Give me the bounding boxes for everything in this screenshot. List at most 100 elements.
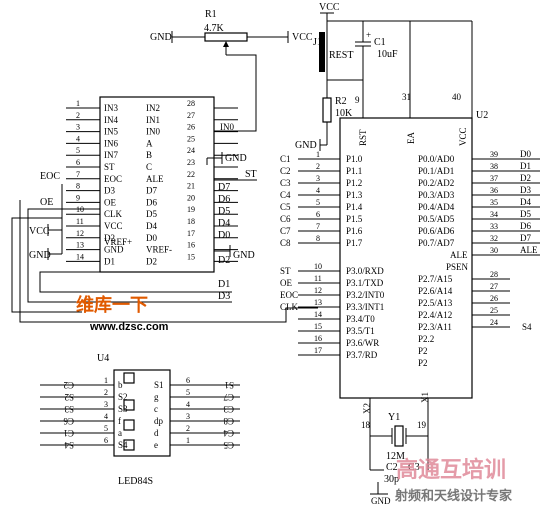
adc-d5-net: D5: [218, 206, 230, 217]
adc-left-pin-num: 6: [76, 158, 80, 167]
r1-body: [204, 32, 248, 42]
adc-right-pin-num: 15: [187, 252, 195, 261]
p0-ext-label: D7: [520, 233, 531, 243]
watermark-tagline: 射频和天线设计专家: [394, 488, 513, 504]
adc-left-pin-num: 4: [76, 134, 80, 143]
adc-left-pin-name: D1: [104, 256, 115, 266]
in0-wire: [214, 54, 257, 132]
u4-right-ext-label: C4: [223, 428, 234, 438]
mcu-body: [339, 117, 473, 399]
oe-route: [11, 217, 82, 313]
reset-circuit: VCC + C1 10uF J1 REST R2 10K GND 9 31 40: [295, 2, 473, 151]
adc-d2-net: D2: [218, 255, 230, 266]
p0-ext-label: D2: [520, 173, 531, 183]
p1-pin-name: P1.4: [346, 202, 363, 212]
p3-pin-name: P3.5/T1: [346, 326, 375, 336]
adc-st-net: ST: [245, 169, 257, 180]
seg-box-3: [123, 419, 135, 431]
p0-pin-num: 34: [490, 210, 498, 219]
adc-left-pin-name: D2: [104, 233, 115, 243]
adc-left-pin-num: 13: [76, 241, 84, 250]
adc-left-pin-name: CLK: [104, 209, 123, 219]
switch-label: REST: [329, 50, 353, 61]
p3-ext-label: OE: [280, 278, 292, 288]
p3-pin-num: 10: [314, 262, 322, 271]
p1-pin-name: P1.1: [346, 166, 362, 176]
adc-right-pin-name: D0: [146, 233, 157, 243]
crystal-gnd: GND: [371, 496, 391, 506]
adc-right-pin-name: C: [146, 162, 152, 172]
adc-right-pin-name: D7: [146, 186, 157, 196]
adc-left-pin-num: 7: [76, 170, 80, 179]
u4-left-ext-label: C2: [63, 380, 74, 390]
adc-left-pin-name: GND: [104, 245, 124, 255]
u4-left-pin-label: S3: [118, 404, 128, 414]
u4-left-ext-label: C1: [63, 428, 74, 438]
p2-pin-num: 27: [490, 282, 498, 291]
adc-vref-plus: VREF+: [104, 237, 132, 247]
adc-left-pin-name: VCC: [104, 221, 123, 231]
u4-left-pin-num: 6: [104, 436, 108, 445]
u4-right-ext-label: C5: [223, 440, 234, 450]
u4-left-pin-label: f: [118, 416, 121, 426]
seg-box-2: [123, 399, 135, 411]
adc-right-pin-name: IN2: [146, 103, 160, 113]
p0-pin-num: 35: [490, 198, 498, 207]
adc-right-pin-name: D6: [146, 197, 157, 207]
u4-right-ext-label: C3: [223, 404, 234, 414]
mcu-ea-pin: EA: [406, 132, 416, 144]
u4-left-ext-label: S2: [64, 392, 74, 402]
adc-gnd-right: GND: [225, 153, 247, 164]
adc-right-pin-name: D5: [146, 209, 157, 219]
p1-pin-name: P1.0: [346, 154, 363, 164]
u4-left-pin-num: 2: [104, 388, 108, 397]
adc-right-pin-name: IN0: [146, 127, 160, 137]
p0-pin-name: P0.3/AD3: [418, 190, 455, 200]
c1-plus: +: [366, 30, 371, 40]
p1-pin-num: 1: [316, 150, 320, 159]
adc-d6-net: D6: [218, 194, 230, 205]
p0-ext-label: D3: [520, 185, 531, 195]
adc-right-pin-num: 26: [187, 123, 195, 132]
u4-right-pin-label: dp: [154, 416, 164, 426]
p2-pin-name: P2: [418, 346, 428, 356]
adc-right-pin-num: 28: [187, 99, 195, 108]
p3-pin-num: 14: [314, 310, 322, 319]
p1-pin-num: 6: [316, 210, 320, 219]
pin-40-label: 40: [452, 92, 462, 102]
adc-d1-net: D1: [218, 279, 230, 290]
p3-pin-num: 17: [314, 346, 322, 355]
adc-right-pin-name: A: [146, 138, 153, 148]
adc-eoc-net: EOC: [40, 171, 60, 182]
adc-left-pin-name: D3: [104, 186, 115, 196]
p1-ext-label: C1: [280, 154, 291, 164]
adc-right-pin-name: B: [146, 150, 152, 160]
watermark-brand: 维库一下: [76, 294, 148, 316]
clk-route: [19, 200, 318, 323]
pin-18-label: 18: [361, 420, 371, 430]
adc-right-pin-num: 22: [187, 170, 195, 179]
crystal-circuit: Y1 18 19 12M C2 C3 30p GND: [361, 398, 429, 506]
p0-ext-label: D6: [520, 221, 531, 231]
watermark-url: www.dzsc.com: [89, 321, 169, 333]
adc-right-pin-num: 18: [187, 217, 195, 226]
adc-left-pin-num: 11: [76, 217, 84, 226]
u4-right-pin-label: c: [154, 404, 158, 414]
p2-pin-name: P2.2: [418, 334, 434, 344]
adc-right-pin-name: VREF-: [146, 245, 172, 255]
u4-right-ext-label: S1: [224, 380, 234, 390]
p3-ext-label: ST: [280, 266, 291, 276]
adc-right-pin-num: 20: [187, 193, 195, 202]
p2-pin-name: P2: [418, 358, 428, 368]
p0-pin-name: P0.0/AD0: [418, 154, 455, 164]
p1-pin-num: 5: [316, 198, 320, 207]
p3-pin-name: P3.7/RD: [346, 350, 378, 360]
p0-pin-num: 39: [490, 150, 498, 159]
adc-left-pin-num: 3: [76, 123, 80, 132]
watermark-top: 维库一下 www.dzsc.com: [76, 294, 169, 333]
adc-right-pin-num: 24: [187, 146, 195, 155]
p2-pin-name: P2.6/A14: [418, 286, 453, 296]
p3-pin-name: P3.1/TXD: [346, 278, 384, 288]
